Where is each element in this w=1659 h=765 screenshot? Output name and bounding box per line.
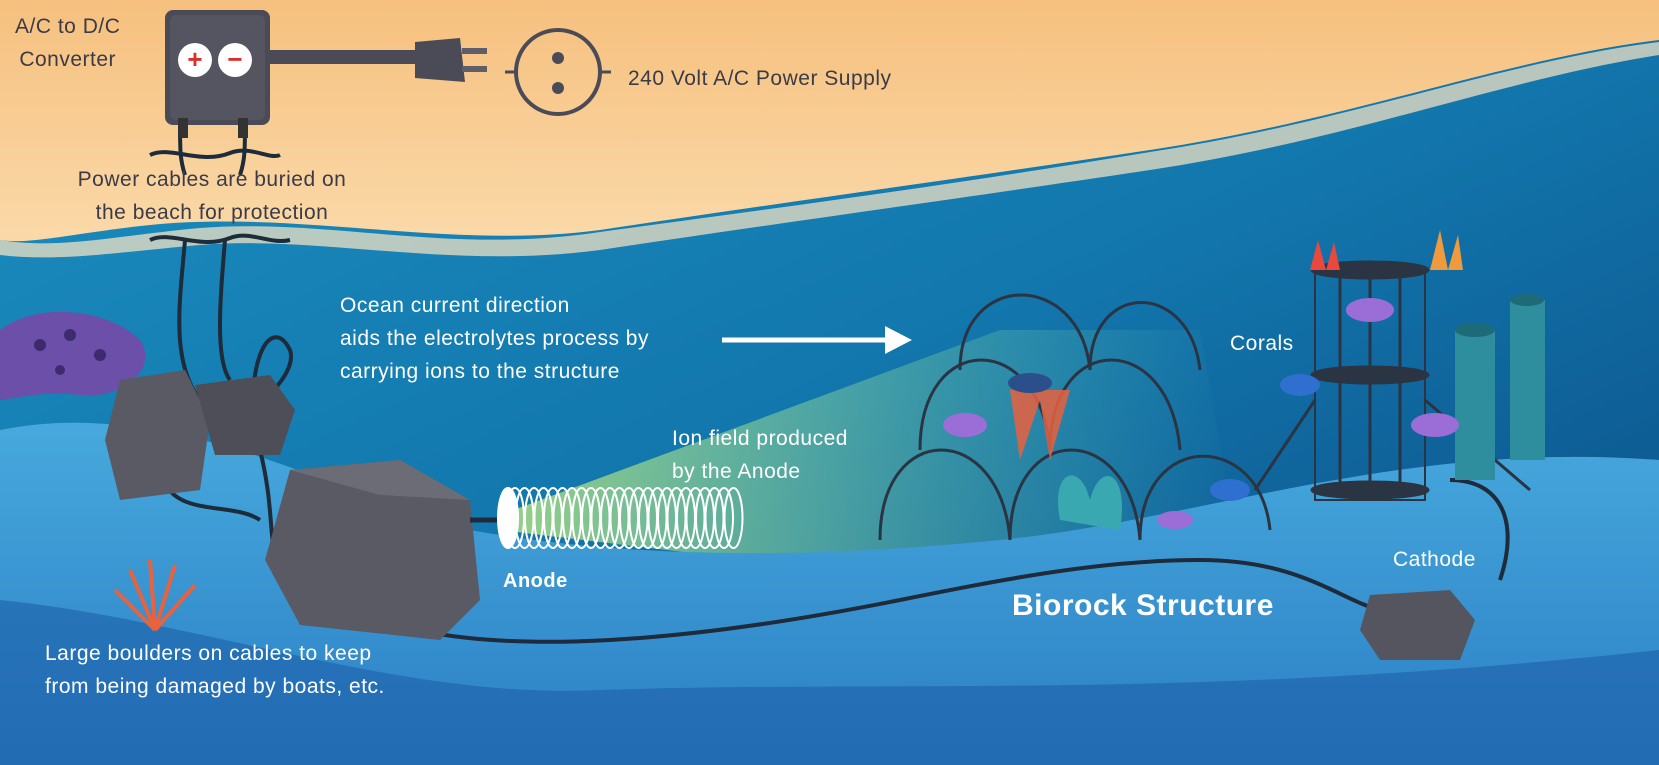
ocean-current-line: Ocean current direction bbox=[340, 294, 570, 317]
coral-orange bbox=[113, 559, 197, 632]
coil-loop bbox=[714, 487, 734, 549]
ocean-current-line: aids the electrolytes process by bbox=[340, 327, 649, 350]
boulders bbox=[105, 370, 1475, 660]
power-cable bbox=[158, 119, 1510, 644]
current-direction-arrow bbox=[722, 326, 912, 354]
biorock-structure-label: Biorock Structure bbox=[1012, 589, 1274, 622]
converter-box: + − bbox=[165, 10, 420, 138]
converter-label: A/C to D/C Converter bbox=[15, 10, 120, 76]
converter-label-line: A/C to D/C bbox=[15, 15, 121, 38]
fish bbox=[943, 298, 1459, 529]
ion-field-line: Ion field produced bbox=[672, 427, 848, 450]
minus-terminal-icon: − bbox=[227, 44, 242, 74]
plus-terminal-icon: + bbox=[187, 44, 202, 74]
ocean-current-line: carrying ions to the structure bbox=[340, 360, 620, 383]
ocean-current-label: Ocean current direction aids the electro… bbox=[340, 289, 649, 388]
corals-label: Corals bbox=[1230, 332, 1294, 355]
converter-label-line: Converter bbox=[19, 48, 117, 71]
buried-cables-line: Power cables are buried on bbox=[77, 168, 347, 191]
buried-cables-label: Power cables are buried on the beach for… bbox=[52, 163, 372, 229]
seafloor-shadow bbox=[0, 600, 1659, 765]
power-plug-icon bbox=[415, 38, 487, 82]
boulders-line: Large boulders on cables to keep bbox=[45, 642, 372, 665]
anode-coil bbox=[470, 487, 744, 549]
sponge-coral bbox=[0, 311, 146, 400]
power-outlet-icon bbox=[505, 28, 611, 116]
biorock-structure bbox=[878, 260, 1531, 541]
boulders-label: Large boulders on cables to keep from be… bbox=[45, 637, 385, 703]
boulders-line: from being damaged by boats, etc. bbox=[45, 675, 385, 698]
anode-label: Anode bbox=[503, 570, 568, 592]
ion-field-label: Ion field produced by the Anode bbox=[672, 422, 848, 488]
ion-field-line: by the Anode bbox=[672, 460, 801, 483]
coil-loop bbox=[723, 487, 744, 549]
buried-cables-line: the beach for protection bbox=[95, 201, 329, 224]
power-supply-label: 240 Volt A/C Power Supply bbox=[628, 67, 892, 90]
corals bbox=[1010, 230, 1545, 530]
cathode-label: Cathode bbox=[1393, 548, 1476, 571]
